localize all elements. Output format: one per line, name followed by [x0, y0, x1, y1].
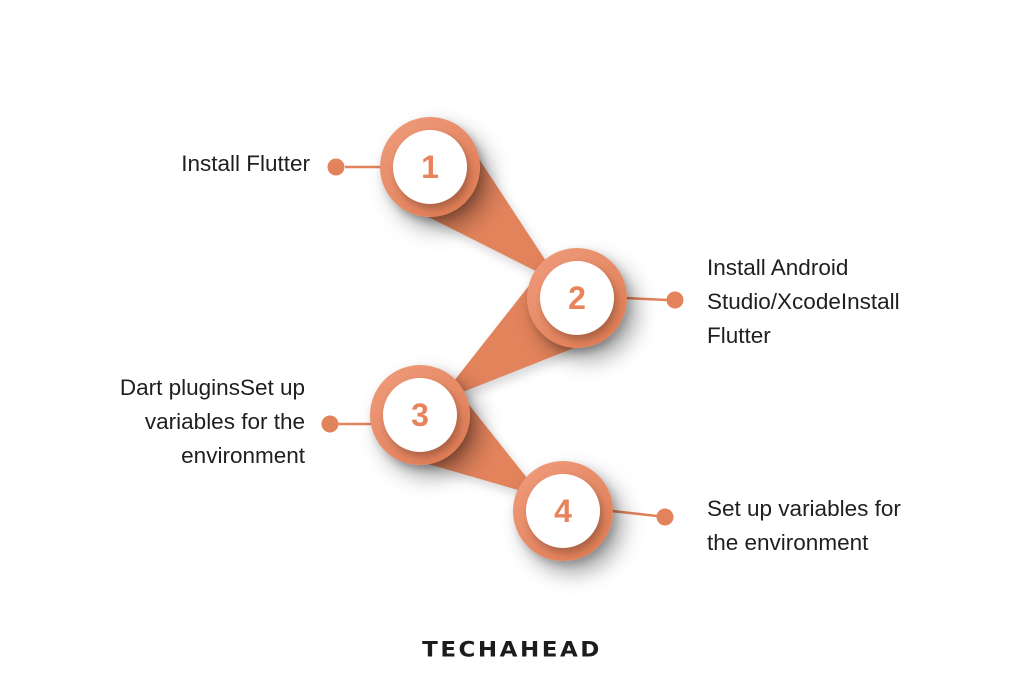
step-number-4: 4 — [554, 492, 572, 529]
step-circle-1-inner: 1 — [393, 130, 467, 204]
step-number-1: 1 — [421, 148, 439, 185]
step-circle-4-inner: 4 — [526, 474, 600, 548]
connector-line-2 — [625, 296, 668, 302]
connector-dot-4 — [656, 508, 674, 526]
step-label-2: Install Android Studio/XcodeInstall Flut… — [707, 255, 900, 348]
step-number-2: 2 — [568, 279, 586, 316]
connector-dot-3 — [321, 415, 339, 433]
step-circle-4: 4 — [513, 461, 613, 561]
techahead-logo: TECHAHEAD — [422, 638, 602, 662]
step-circle-3-inner: 3 — [383, 378, 457, 452]
step-label-3: Dart pluginsSet up variables for the env… — [119, 375, 305, 468]
connector-dot-1 — [327, 158, 345, 176]
step-circle-2: 2 — [527, 248, 627, 348]
connector-dot-2 — [666, 291, 684, 309]
step-label-1: Install Flutter — [181, 151, 310, 176]
step-circle-1: 1 — [380, 117, 480, 217]
step-number-3: 3 — [411, 396, 429, 433]
step-label-4: Set up variables for the environment — [707, 496, 901, 555]
connector-line-4 — [611, 509, 658, 518]
step-circle-2-inner: 2 — [540, 261, 614, 335]
step-circle-3: 3 — [370, 365, 470, 465]
